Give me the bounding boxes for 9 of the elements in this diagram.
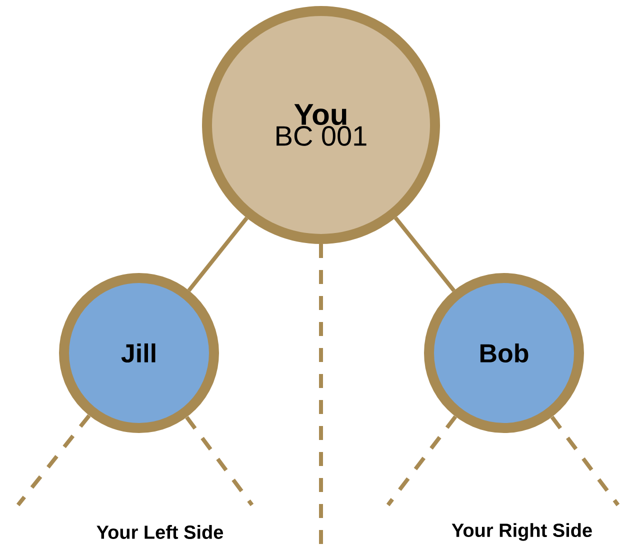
- side-label: Your Right Side: [452, 523, 592, 541]
- dashed-line: [16, 414, 91, 506]
- connector-line: [394, 216, 456, 292]
- dashed-line: [185, 416, 254, 506]
- dashed-line: [319, 244, 323, 545]
- side-label: Your Left Side: [96, 525, 224, 539]
- dashed-line: [386, 415, 458, 506]
- connector-line: [187, 216, 248, 292]
- dashed-line: [550, 416, 620, 506]
